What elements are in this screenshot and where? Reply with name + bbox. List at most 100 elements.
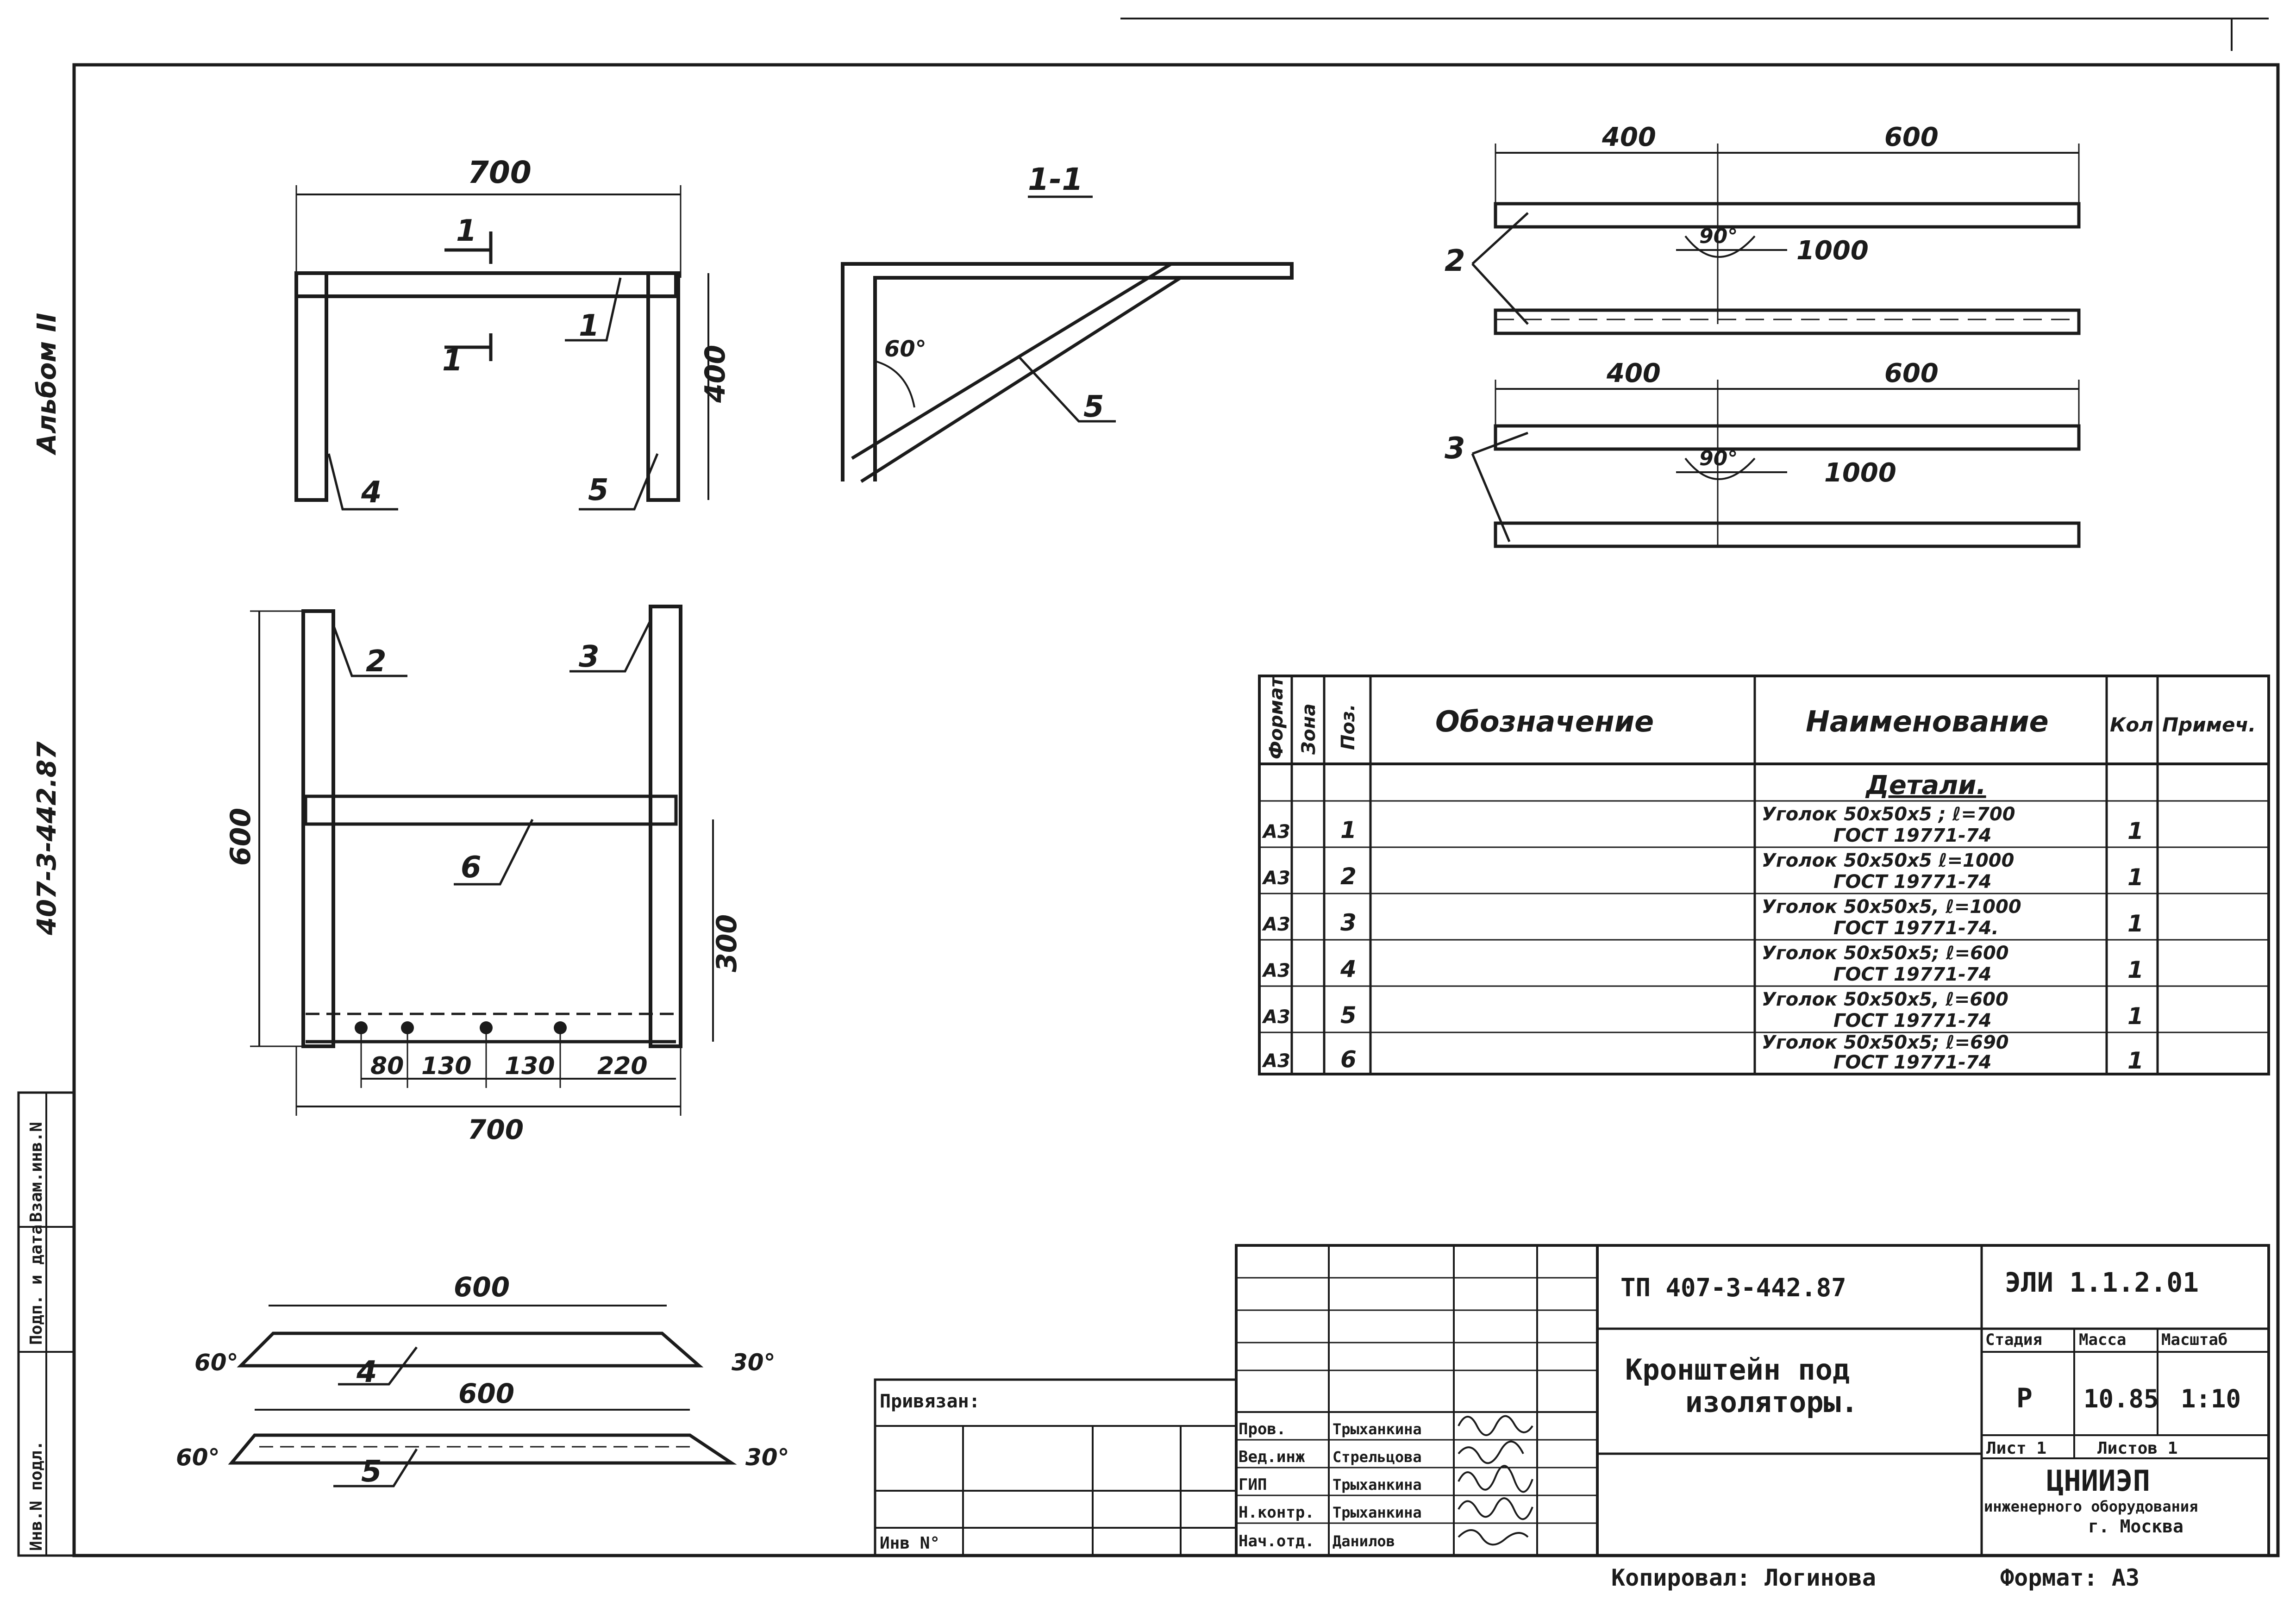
table-row: А3 2 Уголок 50х50х5 ℓ=1000 ГОСТ 19771-74… (1262, 850, 2144, 893)
org-subtitle: инженерного оборудования (1984, 1498, 2198, 1515)
row5-standard: ГОСТ 19771-74 (1833, 1010, 1991, 1031)
row4-format: А3 (1262, 960, 1290, 981)
top2-angle: 90° (1699, 225, 1738, 248)
plan-view: 600 300 700 80 130 130 220 2 3 6 (225, 605, 743, 1145)
section-pos-5: 5 (1083, 390, 1104, 424)
th-format: Формат (1266, 675, 1287, 759)
row3-standard: ГОСТ 19771-74. (1833, 918, 1999, 939)
row6-pos: 6 (1340, 1046, 1357, 1073)
plan-pos-2: 2 (366, 644, 387, 679)
row1-qty: 1 (2127, 818, 2144, 844)
row5-name: Уголок 50х50х5, ℓ=600 (1762, 989, 2008, 1010)
sheets-total: Листов 1 (2097, 1439, 2177, 1458)
row4-qty: 1 (2127, 956, 2144, 983)
detail-4: 600 60° 30° 4 (194, 1271, 776, 1389)
sig-role-5: Нач.отд. (1239, 1532, 1314, 1550)
drawing-title-line1: Кронштейн под (1625, 1353, 1850, 1387)
th-designation: Обозначение (1435, 705, 1654, 738)
detail4-angle-left: 60° (194, 1349, 238, 1376)
spacing-130b: 130 (505, 1052, 555, 1080)
row5-pos: 5 (1340, 1002, 1357, 1029)
top2-pos: 2 (1445, 244, 1465, 278)
row3-pos: 3 (1340, 909, 1357, 936)
stamp-replace-inv: Взам.инв.N (27, 1122, 46, 1222)
spacing-80: 80 (370, 1052, 404, 1080)
stamp-inv-no: Инв.N подл. (27, 1441, 46, 1551)
top2-dim-a: 400 (1602, 122, 1656, 152)
sig-role-2: Вед.инж (1239, 1448, 1305, 1466)
row6-format: А3 (1262, 1050, 1290, 1072)
plan-right-dim: 300 (711, 914, 743, 972)
front-height-dim: 400 (699, 345, 732, 403)
row1-pos: 1 (1340, 817, 1357, 844)
row2-name: Уголок 50х50х5 ℓ=1000 (1762, 850, 2014, 871)
row1-standard: ГОСТ 19771-74 (1833, 825, 1991, 846)
top3-angle: 90° (1699, 447, 1738, 470)
row1-name: Уголок 50х50х5 ; ℓ=700 (1762, 804, 2015, 825)
stamp-sign-date: Подп. и дата (27, 1225, 46, 1345)
section-mark-top: 1 (456, 214, 477, 248)
top-view-2: 400 600 90° 1000 2 (1445, 122, 2081, 335)
spec-table: Формат Зона Поз. Обозначение Наименовани… (1258, 675, 2270, 1075)
th-zone: Зона (1298, 703, 1320, 755)
row2-format: А3 (1262, 868, 1290, 889)
front-pos-5: 5 (588, 473, 609, 507)
row3-qty: 1 (2127, 910, 2144, 937)
front-pos-1: 1 (579, 309, 600, 343)
sig-name-2: Стрельцова (1333, 1448, 1422, 1466)
section-title: 1-1 (1028, 162, 1083, 197)
copied-by: Копировал: Логинова (1611, 1564, 1876, 1591)
detail-5: 600 60° 30° 5 (176, 1378, 789, 1489)
top3-pos: 3 (1445, 431, 1465, 466)
format-label: Формат: А3 (2000, 1564, 2140, 1591)
top3-dim-a: 400 (1606, 358, 1661, 388)
th-qty: Кол (2110, 713, 2153, 736)
detail5-angle-right: 30° (745, 1444, 789, 1471)
doc-code-vertical: 407-3-442.87 (32, 742, 62, 936)
inv-no-label: Инв N° (880, 1534, 940, 1553)
row6-standard: ГОСТ 19771-74 (1833, 1052, 1991, 1073)
sig-role-1: Пров. (1239, 1420, 1286, 1438)
top3-dim-b: 600 (1884, 358, 1939, 388)
section-angle-60: 60° (884, 336, 926, 362)
table-row: А3 5 Уголок 50х50х5, ℓ=600 ГОСТ 19771-74… (1262, 989, 2144, 1031)
stage-header: Стадия (1985, 1331, 2042, 1349)
row4-standard: ГОСТ 19771-74 (1833, 964, 1991, 985)
sig-name-5: Данилов (1333, 1532, 1395, 1550)
row2-standard: ГОСТ 19771-74 (1833, 871, 1991, 893)
detail4-angle-right: 30° (732, 1349, 776, 1376)
sheet-number: Лист 1 (1986, 1439, 2046, 1458)
row1-format: А3 (1262, 821, 1290, 843)
scale-value: 1:10 (2181, 1384, 2241, 1413)
spacing-130a: 130 (421, 1052, 472, 1080)
detail4-length: 600 (454, 1271, 510, 1303)
plan-pos-3: 3 (579, 640, 600, 674)
front-pos-4: 4 (361, 475, 382, 510)
table-row: А3 6 Уголок 50х50х5; ℓ=690 ГОСТ 19771-74… (1262, 1032, 2144, 1074)
spacing-220: 220 (597, 1052, 648, 1080)
table-row: А3 3 Уголок 50х50х5, ℓ=1000 ГОСТ 19771-7… (1262, 896, 2144, 939)
scale-header: Масштаб (2161, 1331, 2227, 1349)
top3-dim-total: 1000 (1824, 458, 1896, 488)
top-view-3: 400 600 90° 1000 3 (1445, 358, 2081, 548)
row5-qty: 1 (2127, 1003, 2144, 1030)
row5-format: А3 (1262, 1006, 1290, 1028)
row4-pos: 4 (1340, 956, 1357, 982)
row3-format: А3 (1262, 914, 1290, 935)
top2-dim-b: 600 (1884, 122, 1939, 152)
row2-pos: 2 (1340, 863, 1357, 890)
plan-bottom-dim: 700 (468, 1114, 524, 1145)
drawing-title-line2: изоляторы. (1685, 1385, 1858, 1419)
sig-role-3: ГИП (1239, 1475, 1267, 1494)
th-note: Примеч. (2162, 713, 2256, 736)
th-name: Наименование (1806, 705, 2049, 738)
top2-dim-total: 1000 (1796, 236, 1869, 266)
sig-name-1: Трыханкина (1333, 1420, 1422, 1438)
row6-name: Уголок 50х50х5; ℓ=690 (1762, 1032, 2009, 1053)
plan-height-dim: 600 (225, 808, 257, 866)
detail5-angle-left: 60° (176, 1444, 220, 1471)
plan-pos-6: 6 (461, 850, 482, 885)
front-view: 700 400 1 1 1 4 5 (294, 155, 732, 511)
sig-name-4: Трыханкина (1333, 1504, 1422, 1521)
